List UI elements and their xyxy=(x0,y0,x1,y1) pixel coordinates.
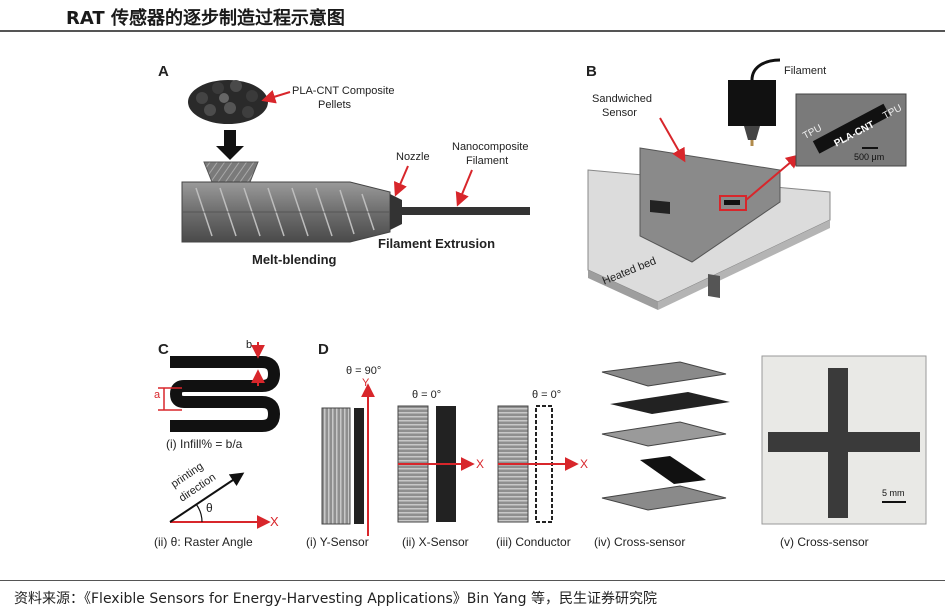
x-axis-label-2: X xyxy=(580,457,588,471)
melt-blending-label: Melt-blending xyxy=(252,252,337,267)
conductor-caption: (iii) Conductor xyxy=(496,535,571,549)
sandwiched-label-2: Sensor xyxy=(602,107,637,119)
zoom-strip xyxy=(724,200,740,205)
panel-d: D θ = 90° Y (i) Y-Sensor θ = 0° X (ii) X… xyxy=(306,341,927,549)
x-axis-label-1: X xyxy=(476,457,484,471)
filament-arrow xyxy=(455,169,473,207)
feed-arrow-icon xyxy=(216,130,244,160)
raster-angle-caption: (ii) θ: Raster Angle xyxy=(154,535,253,549)
panel-b-label: B xyxy=(586,63,597,80)
theta-arc xyxy=(195,503,203,523)
micrograph-strip xyxy=(812,103,891,154)
heated-bed-edge xyxy=(588,270,658,310)
y-axis-label: Y xyxy=(362,377,370,389)
panel-b: B Filament Sandwiched Sensor TPU PLA-CNT… xyxy=(586,58,907,310)
filament-extrusion-label: Filament Extrusion xyxy=(378,236,495,251)
heated-bed-edge-2 xyxy=(658,220,830,310)
photo-scale-label: 5 mm xyxy=(882,488,905,498)
cross-sensor-caption-2: (v) Cross-sensor xyxy=(780,535,869,549)
theta-symbol: θ xyxy=(206,501,213,515)
pellets-label-2: Pellets xyxy=(318,99,352,111)
print-nozzle xyxy=(744,126,760,140)
zoom-box xyxy=(719,195,747,211)
nozzle-arrow xyxy=(393,165,409,197)
zoom-arrow xyxy=(745,154,801,201)
header-divider xyxy=(0,30,945,32)
footer-divider xyxy=(0,580,945,581)
serpentine-pattern xyxy=(169,356,281,432)
cross-sensor-caption-1: (iv) Cross-sensor xyxy=(594,535,685,549)
sandwiched-label: Sandwiched xyxy=(592,93,652,105)
filament-label-2: Filament xyxy=(466,155,508,167)
panel-c: C b a (i) Infill% = b/a X θ printing dir… xyxy=(154,339,281,549)
a-label: a xyxy=(154,389,161,401)
y-sensor-base xyxy=(321,407,351,525)
y-sensor-strip xyxy=(354,408,364,524)
pellets-label: PLA-CNT Composite xyxy=(292,85,395,97)
page-title: RAT 传感器的逐步制造过程示意图 xyxy=(66,8,345,29)
sensor-strip xyxy=(650,200,670,214)
panel-d-label: D xyxy=(318,341,329,358)
fabrication-diagram: A PLA-CNT Composite Pellets Nozzle Nanoc… xyxy=(154,58,927,549)
b-label: b xyxy=(246,339,252,351)
filament-label-b: Filament xyxy=(784,65,826,77)
nozzle xyxy=(390,194,402,230)
pellets-pile xyxy=(188,80,268,124)
print-head xyxy=(728,80,776,126)
hopper xyxy=(203,161,259,183)
infill-caption: (i) Infill% = b/a xyxy=(166,437,243,451)
theta-0-label-2: θ = 0° xyxy=(532,389,561,401)
panel-a-label: A xyxy=(158,63,169,80)
y-sensor-caption: (i) Y-Sensor xyxy=(306,535,369,549)
theta-0-label-1: θ = 0° xyxy=(412,389,441,401)
panel-c-label: C xyxy=(158,341,169,358)
filament-label: Nanocomposite xyxy=(452,141,528,153)
x-axis-label: X xyxy=(270,514,279,529)
sandwiched-arrow xyxy=(659,117,686,163)
filament-strand xyxy=(402,207,530,215)
inset-scale-label: 500 μm xyxy=(854,152,884,162)
theta-90-label: θ = 90° xyxy=(346,365,381,377)
bed-stand xyxy=(708,274,720,298)
nozzle-label: Nozzle xyxy=(396,151,430,163)
photo-horizontal-strip xyxy=(768,432,920,452)
source-note: 资料来源：《Flexible Sensors for Energy-Harves… xyxy=(14,591,657,607)
page-header: RAT 传感器的逐步制造过程示意图 xyxy=(0,0,945,38)
filament-feed xyxy=(750,58,781,81)
sandwiched-sensor xyxy=(639,147,781,263)
x-sensor-caption: (ii) X-Sensor xyxy=(402,535,469,549)
exploded-layers xyxy=(601,361,730,511)
pellets-arrow xyxy=(261,90,291,104)
printing-direction-arrow xyxy=(169,472,245,523)
fabrication-figure: A PLA-CNT Composite Pellets Nozzle Nanoc… xyxy=(140,52,945,562)
panel-a: A PLA-CNT Composite Pellets Nozzle Nanoc… xyxy=(158,63,530,267)
